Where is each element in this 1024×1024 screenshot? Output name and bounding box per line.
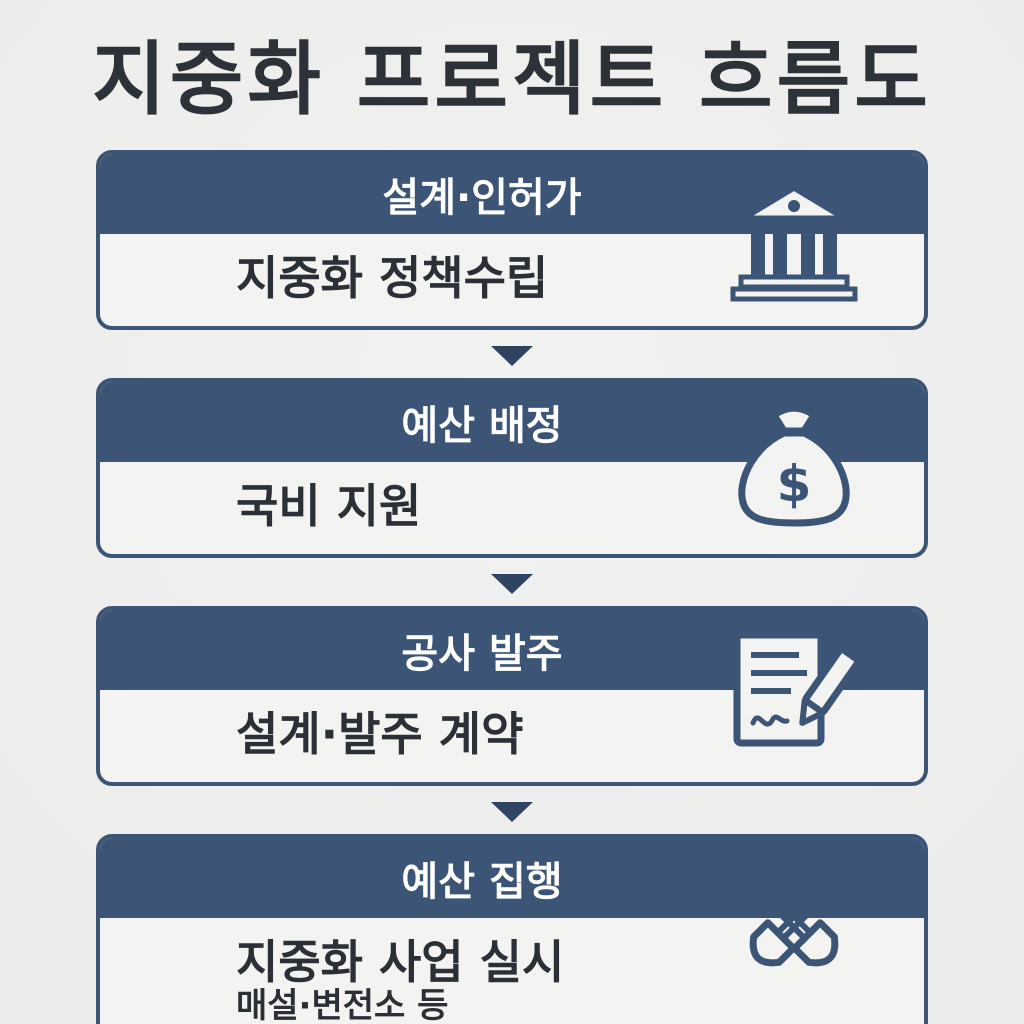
flow-step-budget-allocation: 예산 배정 국비 지원 $ — [96, 378, 928, 558]
flow-arrow-icon — [491, 346, 533, 366]
contract-pen-icon — [724, 618, 864, 758]
flow-step-design-permit: 설계·인허가 지중화 정책수립 — [96, 150, 928, 330]
step-body: 지중화 사업 실시 — [236, 935, 565, 989]
flow-step-construction-order: 공사 발주 설계·발주 계약 — [96, 606, 928, 786]
flow-arrow-icon — [491, 574, 533, 594]
government-building-icon — [724, 168, 864, 308]
step-header: 예산 집행 — [100, 838, 924, 918]
step-sub-text: 매설·변전소 등 — [236, 986, 449, 1024]
flow-step-budget-execution: 예산 집행 지중화 사업 실시 매설·변전소 등 — [96, 834, 928, 1024]
flow-arrow-icon — [491, 802, 533, 822]
step-body: 국비 지원 — [236, 479, 422, 533]
step-body: 설계·발주 계약 — [236, 707, 524, 761]
svg-text:$: $ — [777, 455, 812, 513]
step-body: 지중화 정책수립 — [236, 251, 549, 305]
money-bag-icon: $ — [724, 392, 864, 532]
crossed-shovels-icon — [724, 852, 864, 992]
page-title: 지중화 프로젝트 흐름도 — [92, 33, 932, 126]
